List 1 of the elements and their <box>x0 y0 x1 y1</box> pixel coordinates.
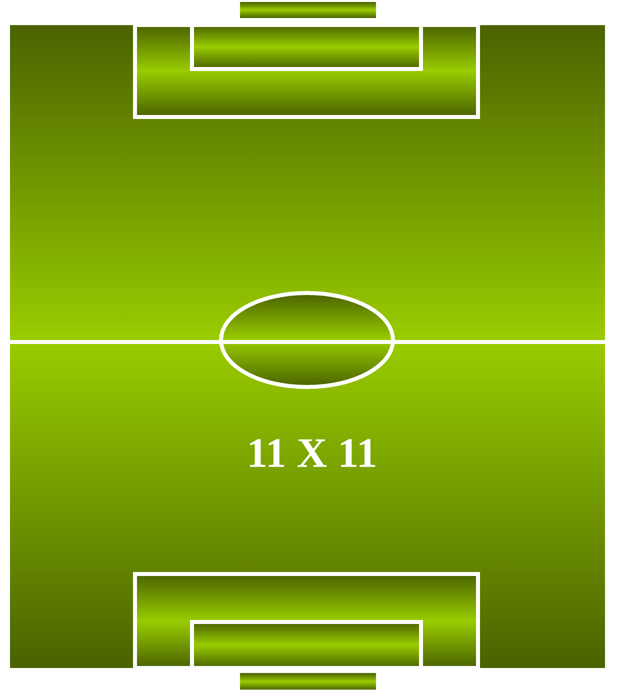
field-label: 11 X 11 <box>250 439 376 467</box>
